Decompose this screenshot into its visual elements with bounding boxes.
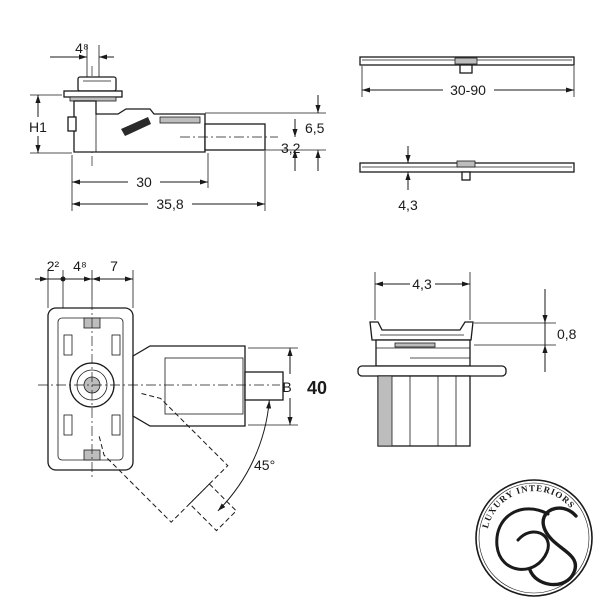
- dim-mid: 4⁸: [73, 258, 87, 274]
- housing-rib: [159, 116, 201, 124]
- drain-insert: [454, 57, 478, 65]
- outlet-value: 40: [307, 378, 327, 398]
- housing-detail: [394, 342, 436, 348]
- logo-ring-inner: [478, 482, 590, 594]
- angle-label: 45°: [254, 457, 275, 473]
- dim-profile-height: 4,3: [398, 197, 418, 213]
- dim-height-h1: H1: [29, 119, 47, 135]
- flange-clip: [111, 334, 121, 356]
- dim-channel-length: 30-90: [450, 82, 486, 98]
- top-view: 2² 4⁸ 7 B 40: [35, 258, 327, 532]
- outlet-label: B: [282, 379, 291, 395]
- dim-offset-upper: 6,5: [305, 120, 325, 136]
- flange-clip: [63, 414, 73, 436]
- brand-logo: LUXURY INTERIORS: [475, 479, 593, 597]
- rotated-outlet-body: [98, 393, 229, 523]
- outlet-spigot: [244, 371, 284, 401]
- flange-clip: [63, 334, 73, 356]
- grate-frame: [369, 321, 474, 341]
- detail-flange: [357, 365, 507, 377]
- side-view: 4⁸ H1 6,5 3,2 30 35,8: [29, 40, 326, 212]
- dim-length-body: 30: [136, 174, 152, 190]
- detail-body: [377, 375, 471, 447]
- outlet-body-inner: [164, 357, 244, 415]
- profile-view: 4,3: [359, 146, 575, 213]
- flange-clip: [111, 414, 121, 436]
- drain-outlet-square: [459, 64, 473, 74]
- dim-left: 2²: [47, 258, 60, 274]
- grate-cap: [77, 76, 117, 92]
- dim-detail-width: 4,3: [412, 276, 432, 292]
- angle-arc: [217, 400, 272, 512]
- housing-slope: [121, 117, 151, 136]
- plan-view: 30-90: [359, 56, 575, 98]
- logo-monogram-s: [528, 506, 578, 587]
- dim-offset-lower: 3,2: [281, 140, 301, 156]
- rotated-outlet-spigot: [188, 483, 237, 532]
- profile-insert: [456, 160, 476, 168]
- side-clip: [67, 116, 77, 132]
- detail-view: 4,3 0,8: [357, 272, 577, 447]
- profile-outlet: [461, 171, 471, 181]
- dim-detail-height: 0,8: [557, 326, 577, 342]
- dim-width-top: 4⁸: [75, 40, 89, 56]
- dim-length-total: 35,8: [156, 196, 183, 212]
- cap-flange: [63, 90, 123, 98]
- dim-right: 7: [110, 258, 118, 274]
- logo-monogram-loop: [495, 507, 550, 571]
- body-shade: [377, 375, 393, 447]
